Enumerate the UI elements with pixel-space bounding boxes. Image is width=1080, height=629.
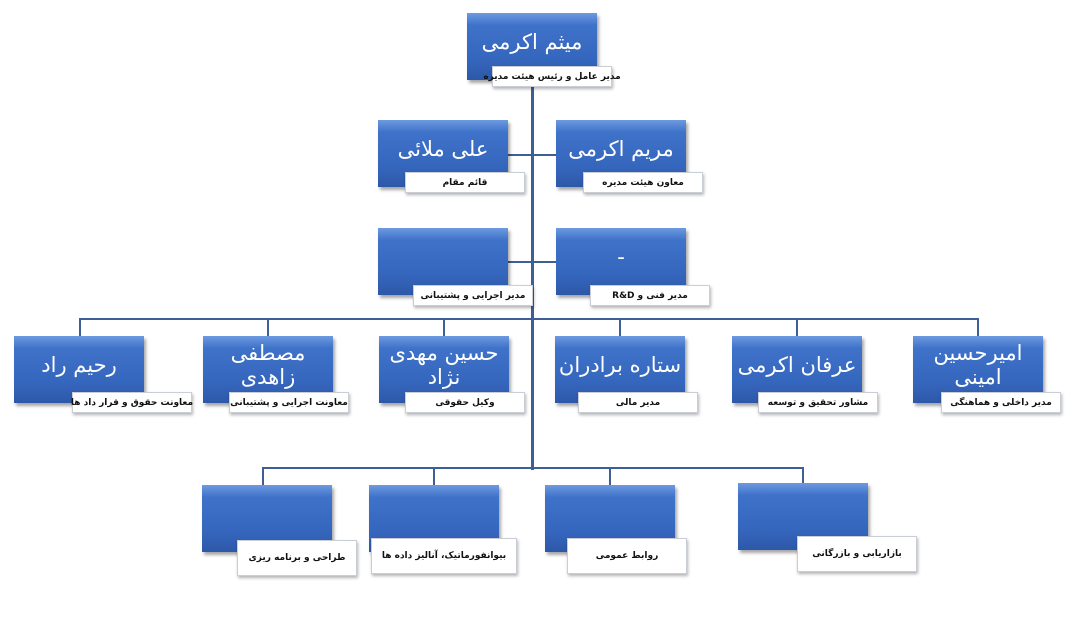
node-title: مدیر داخلی و هماهنگی bbox=[941, 392, 1061, 413]
node-title: مشاور تحقیق و توسعه bbox=[758, 392, 878, 413]
connector-level3 bbox=[508, 261, 556, 263]
node-title: معاون هیئت مدیره bbox=[583, 172, 703, 193]
node-title: طراحی و برنامه ریزی bbox=[237, 540, 357, 576]
node-exec-manager bbox=[378, 228, 508, 295]
node-title: مدیر مالی bbox=[578, 392, 698, 413]
drop bbox=[796, 318, 798, 336]
bus-level5 bbox=[262, 467, 803, 469]
ceo-title: مدیر عامل و رئیس هیئت مدیره bbox=[483, 66, 621, 87]
node-name: مریم اکرمی bbox=[568, 136, 674, 161]
node-title: مدیر اجرایی و پشتیبانی bbox=[413, 285, 533, 306]
node-title: وکیل حقوقی bbox=[405, 392, 525, 413]
node-name: حسین مهدی نژاد bbox=[389, 340, 499, 389]
node-title: معاونت حقوق و قرار داد ها bbox=[71, 392, 193, 413]
drop bbox=[262, 467, 264, 485]
drop bbox=[609, 467, 611, 485]
drop bbox=[802, 467, 804, 485]
node-level4: عرفان اکرمی bbox=[732, 336, 862, 403]
drop bbox=[443, 318, 445, 336]
drop bbox=[267, 318, 269, 336]
node-board-vp: مریم اکرمی bbox=[556, 120, 686, 187]
node-name: ستاره برادران bbox=[558, 352, 682, 377]
node-name: علی ملائی bbox=[397, 136, 489, 161]
drop bbox=[619, 318, 621, 336]
node-level4: امیرحسین امینی bbox=[913, 336, 1043, 403]
drop bbox=[977, 318, 979, 336]
node-title: بیوانفورماتیک، آنالیز داده ها bbox=[371, 538, 517, 574]
node-level4: رحیم راد bbox=[14, 336, 144, 403]
drop bbox=[433, 467, 435, 485]
node-name: - bbox=[617, 244, 625, 269]
node-name: امیرحسین امینی bbox=[933, 340, 1023, 389]
node-level4: مصطفی زاهدی bbox=[203, 336, 333, 403]
node-title: مدیر فنی و R&D bbox=[590, 285, 710, 306]
node-tech-manager: - bbox=[556, 228, 686, 295]
node-name: عرفان اکرمی bbox=[737, 352, 857, 377]
node-level4: حسین مهدی نژاد bbox=[379, 336, 509, 403]
connector-level2 bbox=[508, 154, 556, 156]
node-title: روابط عمومی bbox=[567, 538, 687, 574]
drop bbox=[79, 318, 81, 336]
node-name: میثم اکرمی bbox=[481, 29, 583, 54]
bus-level4 bbox=[79, 318, 979, 320]
node-level4: ستاره برادران bbox=[555, 336, 685, 403]
node-name: مصطفی زاهدی bbox=[230, 340, 306, 389]
node-name: رحیم راد bbox=[41, 352, 117, 377]
node-title: قائم مقام bbox=[405, 172, 525, 193]
trunk-line bbox=[531, 86, 534, 470]
node-title: معاونت اجرایی و پشتیبانی bbox=[229, 392, 349, 413]
node-title: بازاریابی و بازرگانی bbox=[797, 536, 917, 572]
